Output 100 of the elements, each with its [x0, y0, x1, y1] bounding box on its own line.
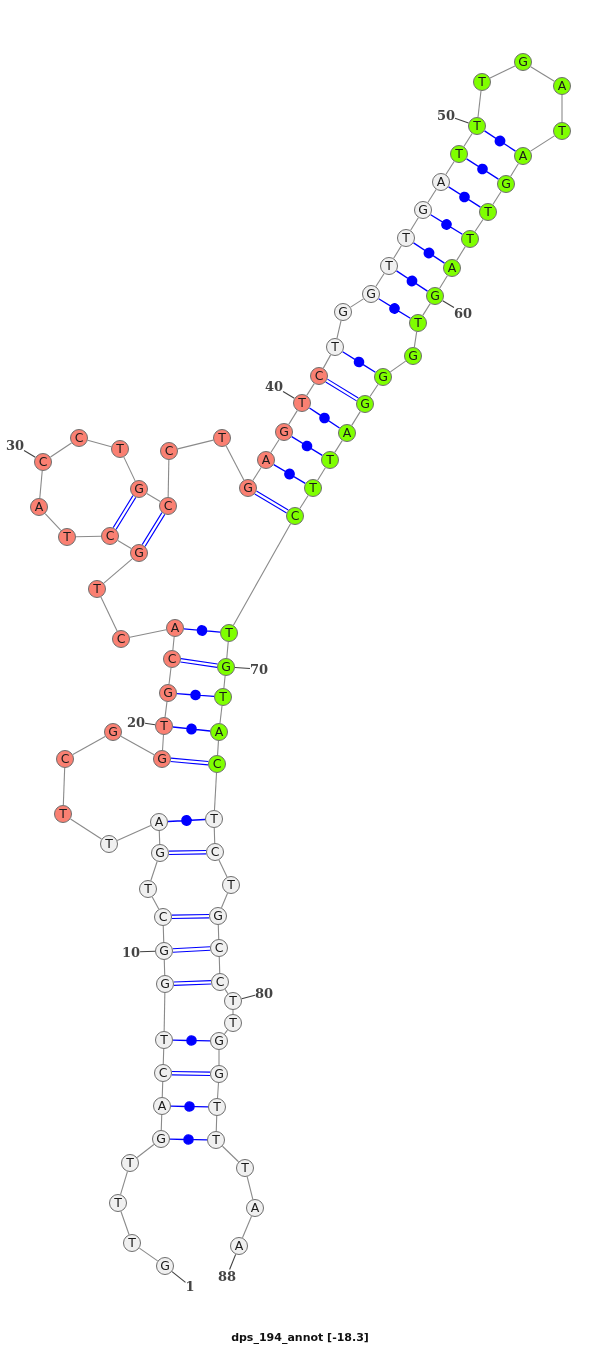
leader-line [442, 300, 455, 309]
backbone-line [224, 1029, 228, 1035]
backbone-line [510, 163, 519, 177]
nucleotide-circle: T [380, 257, 398, 275]
backbone-line [225, 445, 245, 481]
nucleotide-circle: G [152, 1130, 170, 1148]
nucleotide-circle: T [326, 338, 344, 356]
backbone-line [217, 1082, 219, 1099]
backbone-line [439, 275, 448, 289]
nucleotide-circle: T [236, 1159, 254, 1177]
base-pair-line [141, 512, 166, 547]
base-pair-line [169, 1134, 208, 1145]
nucleotide-circle: T [473, 73, 491, 91]
backbone-line [44, 513, 62, 531]
nucleotide-circle: G [130, 544, 148, 562]
base-pair-line [429, 214, 464, 235]
nucleotide-circle: T [155, 717, 173, 735]
nucleotide-circle: G [210, 1065, 228, 1083]
nucleotide-circle: T [205, 810, 223, 828]
backbone-line [317, 467, 326, 481]
nucleotide-circle: T [293, 394, 311, 412]
backbone-line [422, 303, 431, 316]
nucleotide-circle: G [334, 303, 352, 321]
backbone-line [213, 772, 218, 811]
base-pair-line [325, 378, 359, 402]
backbone-line [530, 66, 555, 82]
position-number: 88 [217, 1269, 237, 1283]
nucleotide-circle: T [468, 117, 486, 135]
nucleotide-circle: G [374, 368, 392, 386]
base-pair-line [168, 849, 207, 856]
backbone-line [351, 411, 361, 426]
backbone-line [561, 94, 563, 123]
nucleotide-circle: T [213, 429, 231, 447]
nucleotide-circle: T [88, 580, 106, 598]
nucleotide-circle: C [56, 750, 74, 768]
backbone-line [123, 456, 136, 482]
nucleotide-circle: T [58, 528, 76, 546]
leader-line [234, 667, 251, 669]
nucleotide-circle: C [160, 442, 178, 460]
backbone-line [489, 65, 516, 79]
nucleotide-circle: C [159, 497, 177, 515]
nucleotide-circle: T [155, 1031, 173, 1049]
backbone-line [246, 1176, 254, 1200]
backbone-line [163, 992, 166, 1032]
leader-line [139, 950, 156, 953]
nucleotide-circle: G [514, 53, 532, 71]
base-pair-line [112, 495, 137, 530]
backbone-line [252, 467, 262, 481]
nucleotide-circle: G [151, 844, 169, 862]
nucleotide-circle: G [159, 684, 177, 702]
nucleotide-circle: G [209, 907, 227, 925]
base-pair-line [176, 689, 215, 701]
nucleotide-circle: C [163, 650, 181, 668]
nucleotide-circle: G [155, 942, 173, 960]
backbone-line [350, 298, 364, 308]
base-pair-line [291, 436, 323, 456]
nucleotide-circle: A [246, 1199, 264, 1217]
nucleotide-circle: T [220, 624, 238, 642]
backbone-line [322, 354, 332, 369]
base-pair-line [173, 980, 212, 986]
backbone-line [393, 245, 402, 259]
base-pair-line [167, 815, 206, 826]
backbone-line [334, 440, 343, 453]
base-pair-line [412, 242, 446, 264]
backbone-line [136, 1143, 155, 1159]
nucleotide-circle: T [109, 1194, 127, 1212]
nucleotide-circle: T [479, 203, 497, 221]
nucleotide-circle: A [514, 147, 532, 165]
base-pair-line [465, 158, 500, 180]
nucleotide-circle: T [214, 688, 232, 706]
nucleotide-circle: C [206, 843, 224, 861]
nucleotide-circle: G [156, 1257, 174, 1275]
nucleotide-circle: T [409, 314, 427, 332]
backbone-line [492, 191, 502, 205]
backbone-line [120, 1171, 128, 1195]
base-pair-line [308, 407, 341, 429]
leader-line [282, 390, 295, 399]
base-pair-line [483, 130, 517, 152]
backbone-line [62, 767, 66, 806]
nucleotide-circle: T [100, 835, 118, 853]
leader-line [229, 1253, 237, 1271]
backbone-line [232, 1009, 234, 1015]
leader-line [23, 449, 36, 458]
backbone-line [103, 558, 133, 584]
position-number: 30 [5, 438, 25, 452]
backbone-line [223, 675, 226, 689]
backbone-line [100, 596, 118, 632]
backbone-line [39, 470, 43, 499]
nucleotide-circle: C [34, 453, 52, 471]
nucleotide-circle: T [321, 451, 339, 469]
base-pair-line [341, 351, 377, 373]
base-pair-line [170, 1101, 209, 1112]
backbone-line [116, 825, 152, 841]
backbone-line [270, 439, 280, 453]
nucleotide-circle: G [217, 658, 235, 676]
backbone-line [218, 1049, 220, 1066]
nucleotide-circle: T [121, 1154, 139, 1172]
base-pair-line [170, 757, 209, 766]
nucleotide-circle: T [207, 1131, 225, 1149]
backbone-line [151, 896, 160, 910]
